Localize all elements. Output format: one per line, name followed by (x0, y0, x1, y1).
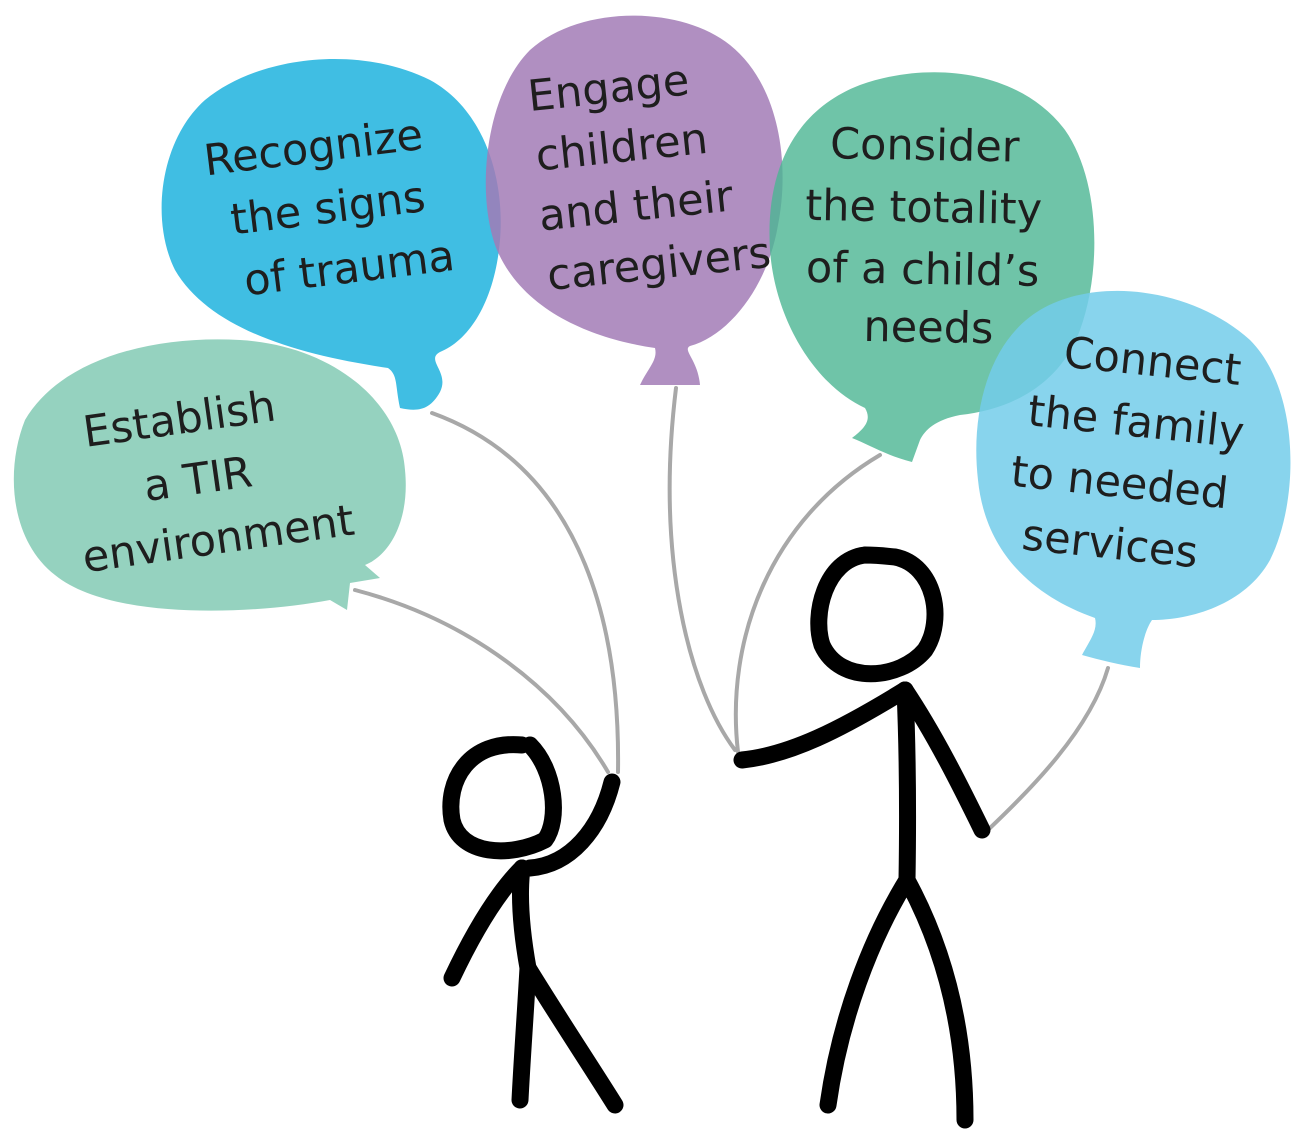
adult-reaching-arm (733, 681, 914, 769)
balloon-engage-text: Engage children and their caregivers (524, 49, 773, 301)
child-stick-figure (442, 736, 624, 1114)
adult-stick-figure (733, 546, 991, 1129)
child-right-leg (519, 959, 624, 1114)
child-raised-arm (521, 773, 621, 877)
child-lowered-arm (443, 859, 531, 987)
string-establish (353, 588, 610, 774)
child-body (512, 859, 537, 977)
balloon-strings (353, 386, 1110, 830)
string-engage (667, 386, 737, 752)
string-recognize (430, 411, 621, 774)
child-left-leg (511, 959, 537, 1109)
balloon-engage-label: Engage children and their caregivers (524, 49, 773, 301)
string-connect (988, 666, 1110, 830)
string-consider (733, 453, 882, 754)
balloon-consider-line-4: needs (863, 302, 994, 354)
balloon-engage-shape (485, 15, 783, 385)
balloon-establish-shape (13, 339, 406, 611)
balloon-consider-line-3: of a child’s (806, 243, 1040, 297)
balloon-recognize-shape (161, 58, 501, 410)
adult-right-leg (898, 871, 974, 1129)
balloon-consider-line-1: Consider (830, 119, 1021, 172)
balloon-consider-line-2: the totality (805, 181, 1043, 235)
balloon-consider-label: Consider the totality of a child’s needs (803, 119, 1058, 355)
balloon-establish: Establish a TIR environment (13, 339, 406, 611)
adult-head (810, 546, 944, 683)
adult-lowered-arm (896, 681, 991, 839)
balloon-connect: Connect the family to needed services (976, 290, 1291, 668)
adult-body (896, 681, 917, 889)
adult-left-leg (819, 871, 916, 1114)
balloon-engage: Engage children and their caregivers (485, 15, 783, 385)
balloon-recognize: Recognize the signs of trauma (161, 58, 501, 410)
balloon-connect-shape (976, 290, 1291, 668)
child-head (442, 736, 562, 860)
balloon-consider: Consider the totality of a child’s needs (769, 72, 1095, 462)
balloon-consider-text: Consider the totality of a child’s needs (803, 119, 1058, 355)
